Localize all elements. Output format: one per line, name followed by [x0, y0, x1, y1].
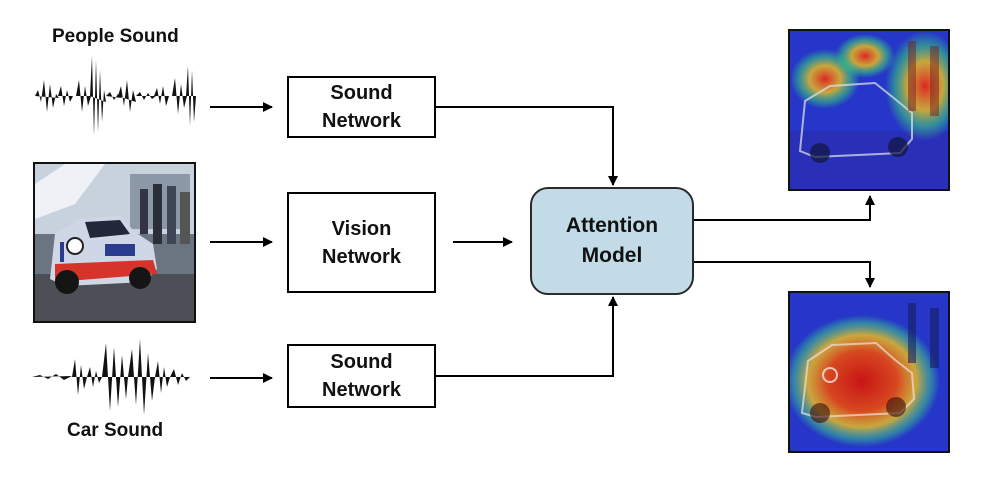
people-sound-label: People Sound [52, 26, 179, 47]
arrow-sound-network-bottom-to-attention [436, 296, 618, 377]
attention-model-box: Attention Model [530, 187, 694, 295]
sound-network-bottom-line1: Sound [330, 351, 393, 373]
arrow-attention-to-output-bottom [694, 261, 875, 288]
car-sound-waveform-icon [32, 339, 190, 415]
people-sound-waveform-icon [35, 56, 196, 136]
race-car-photo [33, 162, 196, 323]
arrow-sound-network-top-to-attention [436, 106, 618, 186]
vision-network-line2: Network [322, 245, 401, 268]
vision-network-box: Vision Network [287, 192, 436, 293]
attention-model-line1: Attention [565, 214, 659, 237]
sound-network-top-line1: Sound [330, 82, 393, 104]
arrow-attention-to-output-top [694, 195, 875, 221]
people-attention-heatmap [788, 29, 950, 191]
sound-network-box-bottom: Sound Network [287, 344, 436, 408]
sound-network-bottom-line2: Network [322, 379, 401, 401]
attention-model-line2: Model [581, 244, 643, 267]
vision-network-line1: Vision [331, 217, 392, 240]
car-attention-heatmap [788, 291, 950, 453]
car-sound-label: Car Sound [67, 420, 164, 441]
sound-network-box-top: Sound Network [287, 76, 436, 138]
sound-network-top-line2: Network [322, 110, 401, 132]
